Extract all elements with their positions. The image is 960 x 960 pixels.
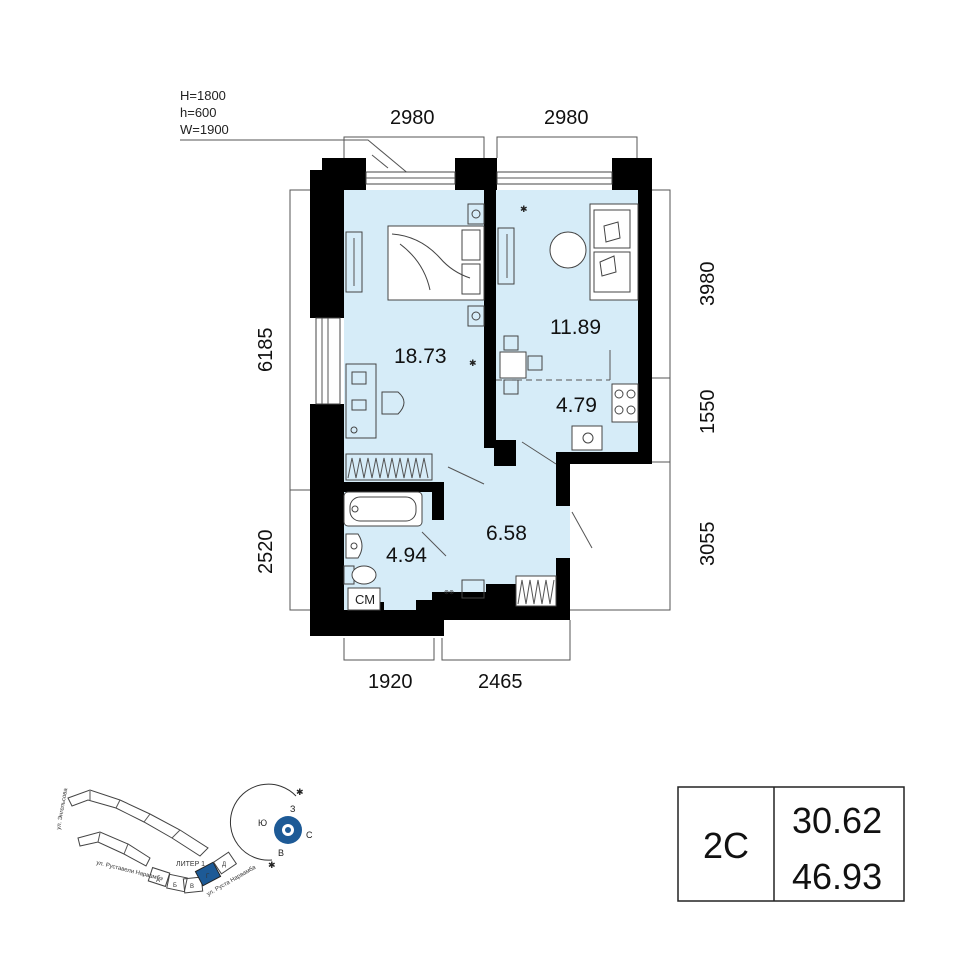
dim-bottom-right: 2465 <box>478 671 523 693</box>
stove <box>611 383 639 423</box>
dim-top-right: 2980 <box>544 107 589 129</box>
apartment-type-code: 2С <box>703 825 749 866</box>
meter-icon: ⊗⊗ <box>444 590 454 596</box>
wardrobe-zigzag <box>345 453 433 481</box>
hall-fixtures: ⊗⊗ <box>444 575 557 607</box>
hall-cabinet <box>461 579 485 599</box>
window-note-leader <box>180 139 411 176</box>
site-building-row-bottom <box>77 831 151 867</box>
dim-right-middle: 1550 <box>697 390 719 435</box>
room-area-bath: 4.94 <box>386 544 427 567</box>
building-label: ЛИТЕР 1 <box>176 861 205 868</box>
section-a: А <box>156 878 160 884</box>
dim-right-lower: 3055 <box>697 522 719 567</box>
section-b: Б <box>173 883 177 889</box>
window-note-sill: h=600 <box>180 105 217 120</box>
apartment-info-box: 2С 30.62 46.93 <box>677 786 905 902</box>
street-label-2: ул. Руставели Нарвамбэ <box>96 860 164 882</box>
room-area-hall: 6.58 <box>486 522 527 545</box>
washbasin <box>345 533 363 559</box>
window-note: H=1800 h=600 W=1900 <box>180 88 411 176</box>
bathtub <box>343 491 423 527</box>
toilet <box>351 565 377 585</box>
site-building-row-top <box>67 789 209 857</box>
tv-unit <box>497 227 515 285</box>
bedroom-furniture: ✱ <box>345 203 485 481</box>
sun-bottom-icon: ✱ <box>268 860 276 870</box>
armchair <box>381 391 405 415</box>
living-furniture: ✱ <box>496 203 639 395</box>
dim-left-lower: 2520 <box>255 530 277 575</box>
windows <box>315 171 613 405</box>
compass-north: З <box>290 804 295 814</box>
wardrobe-bedroom <box>345 231 363 293</box>
dining-table <box>499 351 527 379</box>
section-v: В <box>190 884 194 890</box>
section-d: Д <box>222 862 226 868</box>
compass-west: Ю <box>258 818 267 828</box>
compass: ✱ ✱ З Ю С В <box>229 783 313 870</box>
living-area-value: 30.62 <box>792 800 882 841</box>
room-area-kitchen: 4.79 <box>556 394 597 417</box>
section-g: Г <box>206 874 210 880</box>
washing-machine-label: СМ <box>355 592 375 607</box>
bed <box>387 225 485 301</box>
bath-fixtures: СМ <box>343 491 423 611</box>
hall-floor <box>432 440 570 592</box>
washing-machine <box>347 587 381 611</box>
dim-top-left: 2980 <box>390 107 435 129</box>
room-area-bedroom: 18.73 <box>394 345 447 368</box>
window-note-height: H=1800 <box>180 88 226 103</box>
compass-south: В <box>278 848 284 858</box>
ceiling-light-icon: ✱ <box>520 204 528 214</box>
highlight-section <box>194 861 222 887</box>
dresser <box>345 363 377 439</box>
room-area-living: 11.89 <box>550 316 601 339</box>
doors <box>421 441 593 557</box>
total-area-value: 46.93 <box>792 856 882 897</box>
site-plan: А Б В Г Д ЛИТЕР 1 ул. Энгельсова ул. Рус… <box>56 787 258 897</box>
light-fixture-icon: ✱ <box>469 358 477 368</box>
kitchen-fixtures <box>571 383 639 451</box>
window-note-width: W=1900 <box>180 122 229 137</box>
street-label-1: ул. Энгельсова <box>56 787 69 830</box>
compass-east: С <box>306 830 313 840</box>
dim-bottom-left: 1920 <box>368 671 413 693</box>
dim-left-upper: 6185 <box>255 328 277 373</box>
walls <box>310 158 652 636</box>
kitchen-sink <box>571 425 603 451</box>
sun-top-icon: ✱ <box>296 787 304 797</box>
site-litera-1: А Б В Г Д ЛИТЕР 1 <box>147 851 238 894</box>
coffee-table <box>549 231 587 269</box>
dim-right-upper: 3980 <box>697 262 719 307</box>
dimension-lines <box>289 136 671 661</box>
